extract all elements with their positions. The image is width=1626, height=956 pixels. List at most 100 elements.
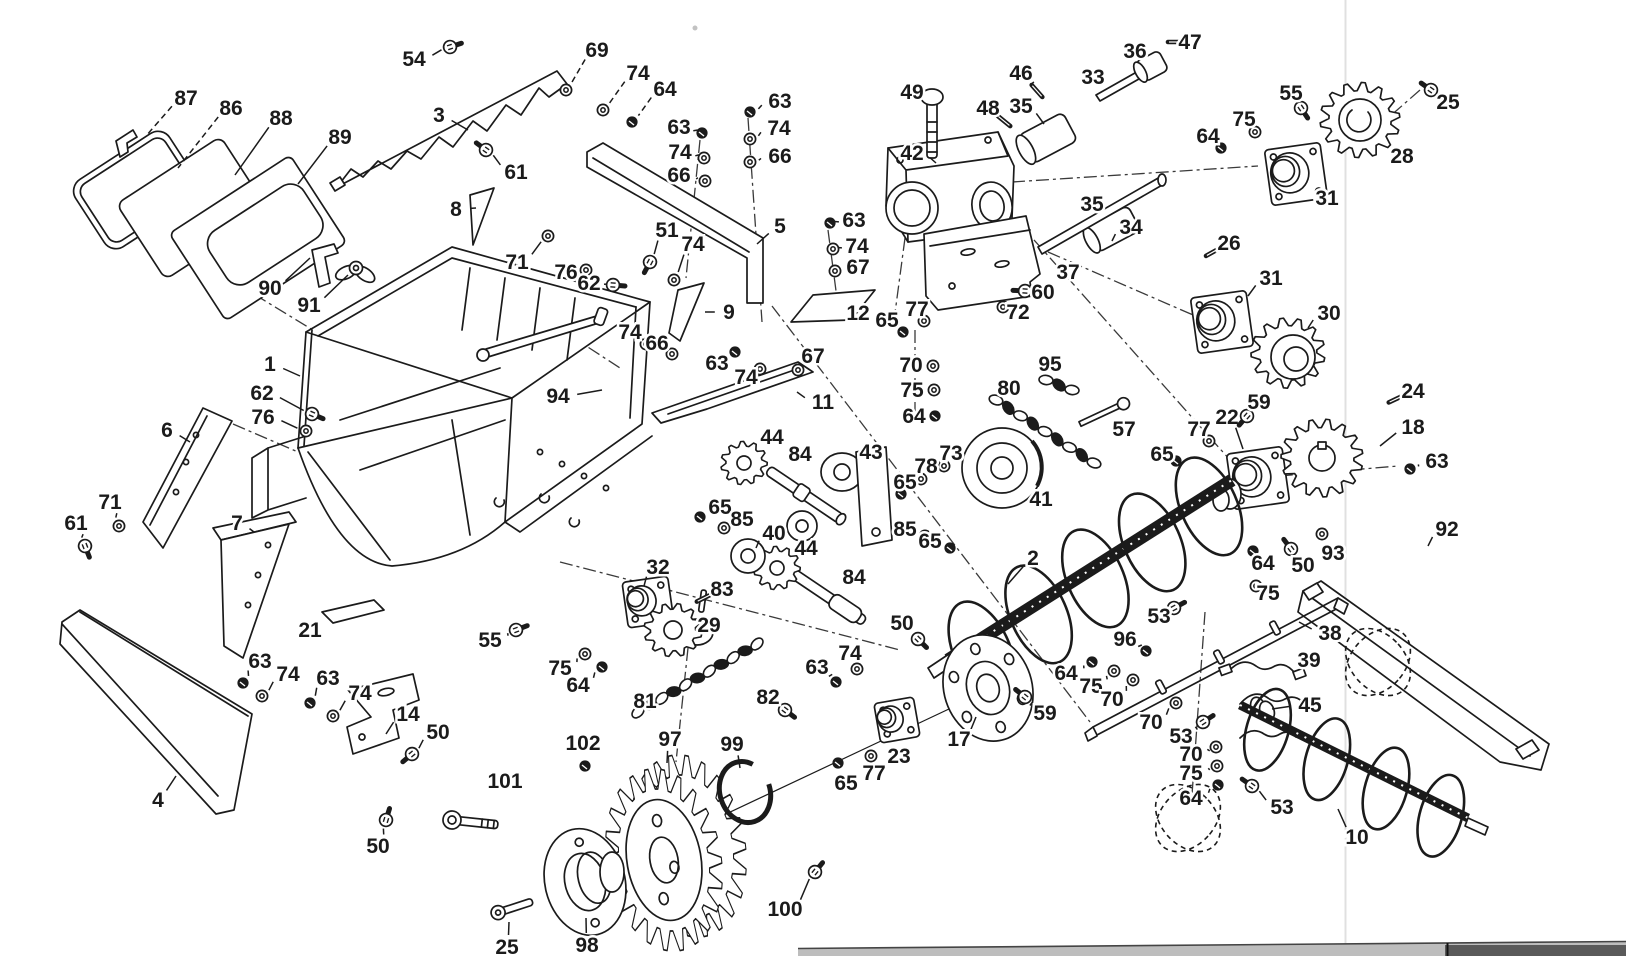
leader-line [323,274,349,299]
part-label-65: 65 [875,309,899,332]
leader-line [799,878,810,900]
leader-line [757,131,762,137]
part-label-74: 74 [618,321,642,344]
washer-icon [1248,125,1262,139]
part-label-64: 64 [1251,552,1275,575]
part-label-59: 59 [1247,391,1270,414]
part-label-64: 64 [1179,787,1203,810]
washer-icon [541,229,555,243]
part-label-70: 70 [1100,688,1123,711]
part-label-90: 90 [258,277,281,300]
nut-icon [579,760,591,772]
washer-icon [996,300,1010,314]
part-label-62: 62 [577,272,600,295]
nut-icon [944,542,956,554]
part-label-3: 3 [433,104,445,127]
part-label-69: 69 [585,39,608,62]
part-label-94: 94 [546,385,570,408]
part-label-64: 64 [566,674,590,697]
nut-icon [304,697,316,709]
washer-icon [917,314,931,328]
part-label-87: 87 [174,87,197,110]
gusset-8 [469,187,495,246]
washer-icon [743,132,757,146]
nut-icon [832,757,844,769]
flange-bearing [1190,290,1254,354]
leader-line [234,126,270,176]
leader-line [1234,427,1244,450]
shaft-84b [785,566,867,625]
washer-icon [299,424,313,438]
part-label-74: 74 [276,663,300,686]
part-label-96: 96 [1113,628,1136,651]
washer-icon [326,709,340,723]
bolt-49 [920,88,944,159]
key-pin-icon [1386,393,1406,405]
part-label-61: 61 [64,512,88,535]
washer-icon [639,337,653,351]
spacer-35a [1015,113,1077,166]
part-label-80: 80 [997,377,1020,400]
washer-icon [918,529,932,543]
washer-icon [743,155,757,169]
leader-line [115,513,118,518]
bolt-101 [442,810,499,830]
key-pin-icon [694,592,714,604]
strip-21 [321,599,385,624]
leader-line [570,59,586,84]
washer-icon [559,83,573,97]
part-label-93: 93 [1321,542,1344,565]
part-label-59: 59 [1033,702,1056,725]
washer-icon [914,472,928,486]
washer-icon [112,519,126,533]
leader-line [385,721,395,735]
leader-line [608,81,626,104]
part-label-84: 84 [788,443,812,466]
washer-icon [791,363,805,377]
part-label-31: 31 [1315,187,1339,210]
hopper-body [251,246,653,567]
washer-icon [1315,527,1329,541]
part-label-74: 74 [734,366,758,389]
tensioner-57 [1078,396,1131,428]
leader-line [1307,319,1314,329]
sprocket-97-face [625,798,703,922]
part-label-46: 46 [1009,62,1032,85]
part-label-63: 63 [805,656,828,679]
bolt-icon [641,254,658,276]
bolt-icon [1418,80,1439,98]
door-panel-89 [170,156,346,320]
part-label-74: 74 [668,141,692,164]
side-panel-5 [586,142,764,304]
nut-icon [596,661,608,673]
bolt-icon [378,806,394,828]
part-label-65: 65 [834,772,858,795]
washer-icon [579,263,593,277]
part-label-1: 1 [264,353,276,376]
nut-icon [694,511,706,523]
part-label-17: 17 [947,728,970,751]
part-label-64: 64 [1196,125,1220,148]
part-label-37: 37 [1056,261,1079,284]
leader-line [828,673,833,678]
part-label-14: 14 [396,703,420,726]
part-label-92: 92 [1435,518,1458,541]
part-label-63: 63 [316,667,339,690]
part-label-33: 33 [1081,66,1104,89]
key-pin-icon [1029,82,1045,100]
leader-line [970,716,977,730]
part-label-55: 55 [1279,82,1303,105]
part-label-63: 63 [705,352,728,375]
part-label-74: 74 [838,642,862,665]
nut-icon [1404,463,1416,475]
part-label-97: 97 [658,728,681,751]
flange-bearing [873,696,921,744]
part-label-49: 49 [900,81,923,104]
hub-flange-17 [942,634,1034,742]
part-label-44: 44 [794,537,818,560]
wing-knob-91 [334,260,376,284]
leader-line [1247,284,1257,297]
nut-icon [1215,142,1227,154]
bracket-14 [346,673,420,755]
